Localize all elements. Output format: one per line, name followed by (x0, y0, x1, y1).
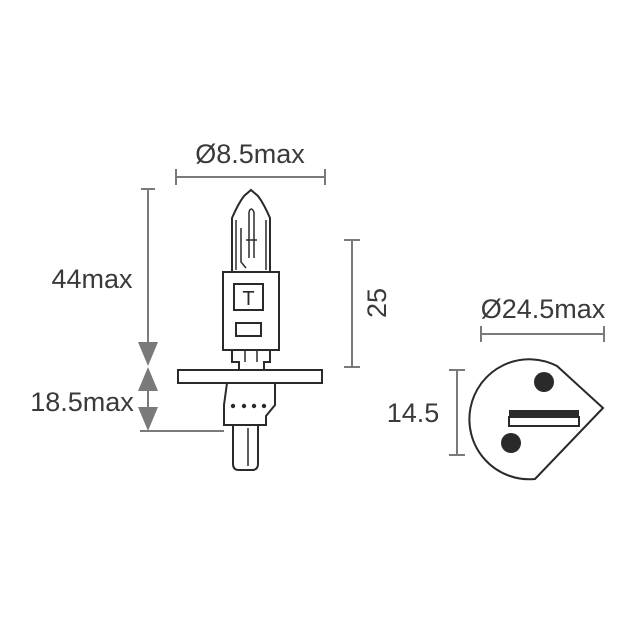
dimension-total-length: 44max (51, 188, 158, 391)
label-base-length: 18.5max (30, 387, 134, 417)
flange-plate (177, 369, 323, 384)
type-mark: T (242, 288, 254, 310)
label-glass-height: 25 (362, 288, 392, 318)
dimension-glass-height: 25 (344, 239, 392, 368)
label-flange-offset: 14.5 (387, 398, 440, 428)
connector-pin (232, 424, 259, 471)
bulb-side-view: T (177, 188, 323, 471)
dimension-base-diameter: Ø24.5max (480, 294, 606, 342)
dimension-base-length: 18.5max (30, 387, 224, 432)
dimension-flange-offset: 14.5 (387, 369, 465, 456)
glass-envelope (231, 188, 271, 273)
contact-bar (509, 410, 579, 417)
contact-slot (508, 416, 580, 427)
contact-pin-top (534, 372, 554, 392)
label-total-length: 44max (51, 264, 133, 294)
socket-body (223, 382, 276, 426)
contact-pin-bottom (501, 433, 521, 453)
label-base-diameter: Ø24.5max (481, 294, 606, 324)
label-top-diameter: Ø8.5max (195, 139, 305, 169)
pinch-mark (235, 322, 262, 337)
base-end-view (468, 358, 605, 481)
type-mark-box (233, 283, 264, 311)
dimension-top-diameter: Ø8.5max (175, 139, 326, 185)
